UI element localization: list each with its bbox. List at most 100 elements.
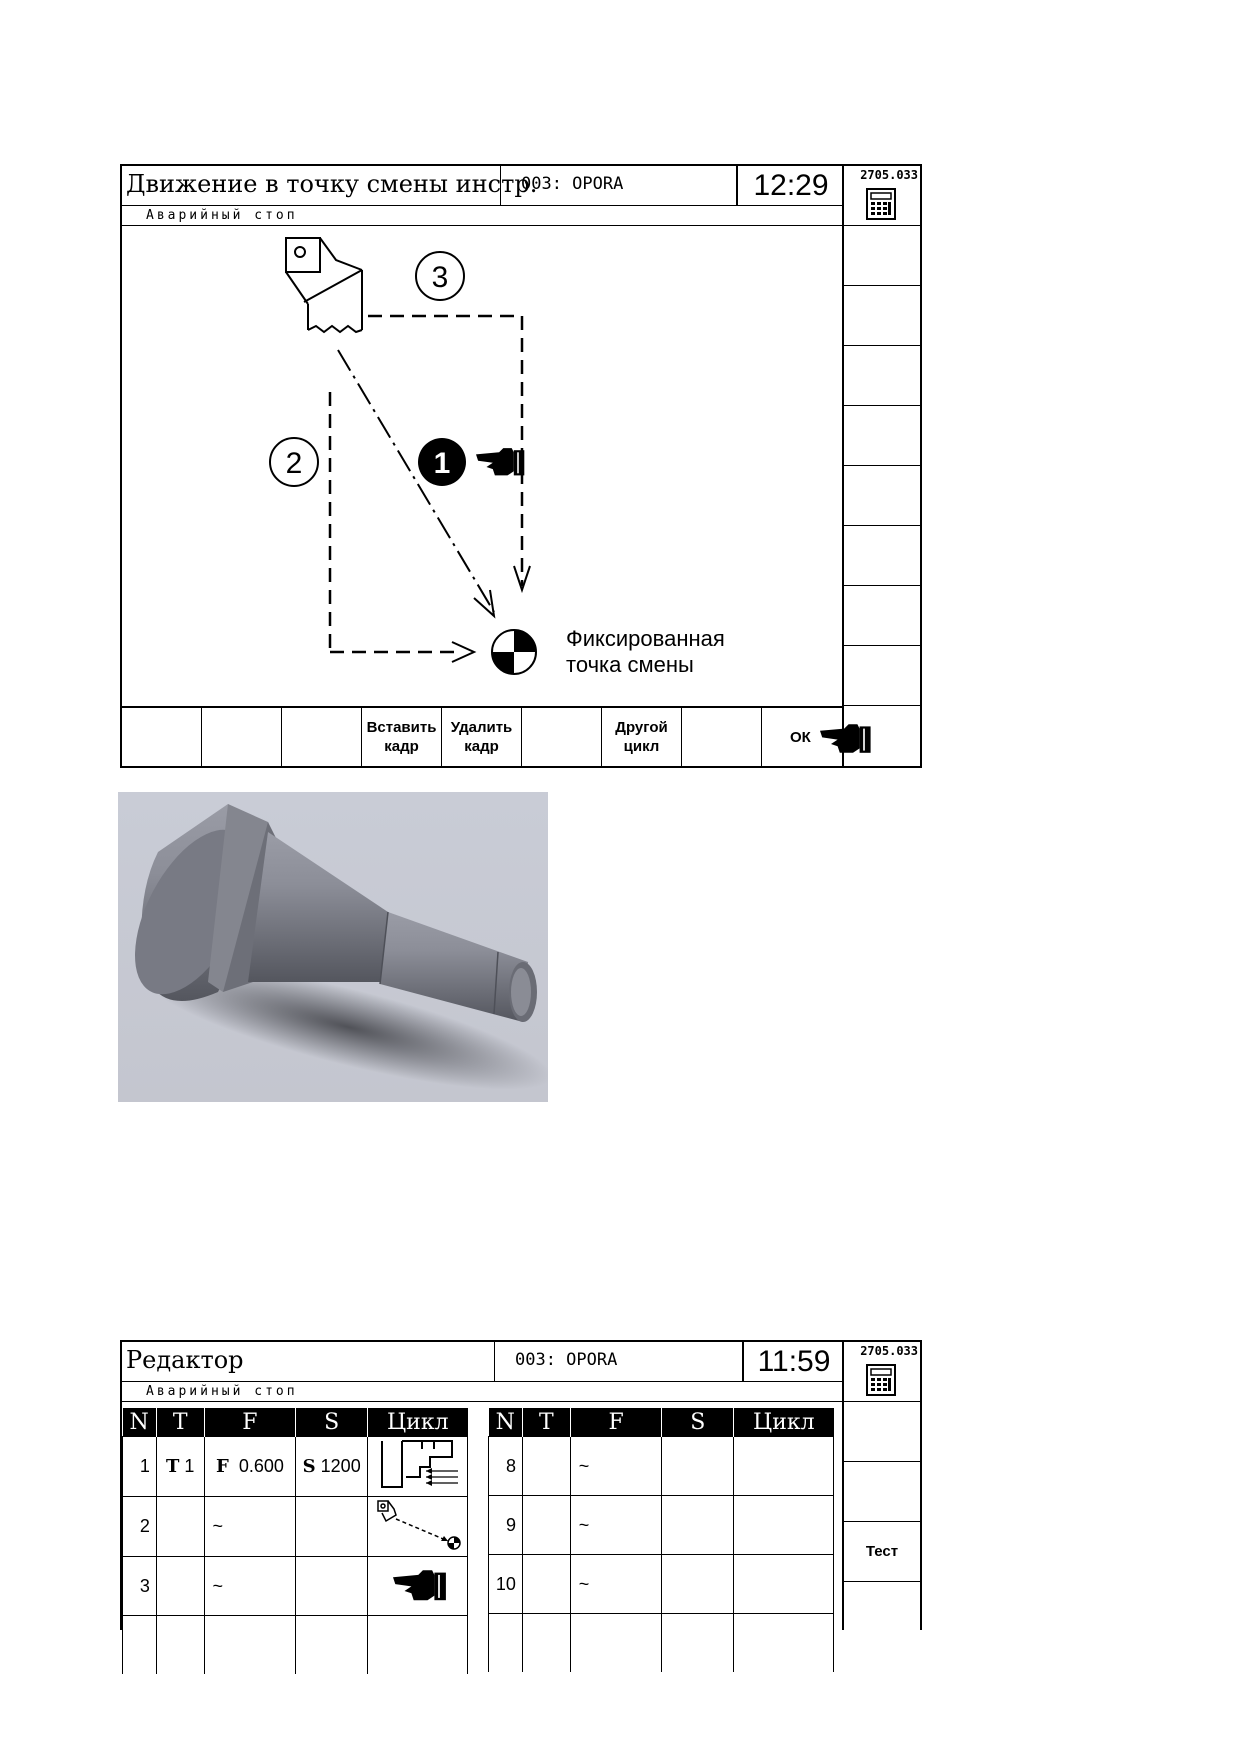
tool-cell[interactable] bbox=[155, 1496, 205, 1557]
row-number: 2 bbox=[122, 1496, 157, 1557]
side-softkey-4[interactable] bbox=[844, 406, 920, 466]
table-row[interactable]: 8 ~ bbox=[488, 1436, 834, 1496]
speed-cell[interactable]: S 1200 bbox=[295, 1436, 369, 1497]
path-1-line bbox=[337, 349, 495, 613]
tool-cell[interactable] bbox=[155, 1556, 205, 1616]
col-t: T bbox=[155, 1408, 205, 1437]
header: Движение в точку смены инстр. 003: OPORA… bbox=[122, 166, 844, 206]
side-softkey-2[interactable] bbox=[844, 286, 920, 346]
tool-change-screen: Движение в точку смены инстр. 003: OPORA… bbox=[120, 164, 922, 768]
side-panel: 2705.033 Тест bbox=[842, 1342, 920, 1630]
cycle-cell[interactable] bbox=[367, 1496, 468, 1557]
step-3-circle bbox=[415, 251, 465, 301]
tool-change-move-icon bbox=[376, 1500, 461, 1550]
tool-cell[interactable] bbox=[521, 1554, 571, 1614]
clock: 11:59 bbox=[742, 1342, 844, 1382]
side-softkey-4[interactable] bbox=[844, 1582, 920, 1632]
side-softkey-2[interactable] bbox=[844, 1462, 920, 1522]
feed-cell[interactable]: ~ bbox=[569, 1554, 663, 1614]
machine-code: 2705.033 bbox=[860, 1344, 918, 1358]
side-softkey-8[interactable] bbox=[844, 646, 920, 706]
side-softkey-3[interactable] bbox=[844, 346, 920, 406]
table-row[interactable]: 9 ~ bbox=[488, 1495, 834, 1555]
calculator-icon[interactable] bbox=[866, 188, 896, 220]
table-row[interactable] bbox=[122, 1615, 468, 1674]
speed-cell[interactable] bbox=[295, 1556, 369, 1616]
row-number: 3 bbox=[122, 1556, 157, 1616]
table-header-row: N T F S Цикл bbox=[122, 1408, 468, 1437]
table-row[interactable]: 1 T 1 F 0.600 S 1200 bbox=[122, 1436, 468, 1497]
row-number: 8 bbox=[488, 1436, 523, 1496]
path-2-arrowhead bbox=[451, 641, 477, 663]
feed-cell[interactable]: F 0.600 bbox=[203, 1436, 297, 1497]
page-title: Редактор bbox=[126, 1346, 244, 1374]
table-row[interactable]: 2 ~ bbox=[122, 1496, 468, 1557]
program-table-right: N T F S Цикл 8 ~ 9 ~ 10 ~ bbox=[488, 1408, 834, 1672]
col-n: N bbox=[488, 1408, 523, 1437]
cycle-cell[interactable] bbox=[367, 1556, 468, 1616]
table-row[interactable] bbox=[488, 1613, 834, 1672]
speed-cell[interactable] bbox=[661, 1554, 735, 1614]
speed-cell[interactable] bbox=[661, 1436, 735, 1496]
header: Редактор 003: OPORA 11:59 bbox=[122, 1342, 844, 1382]
step-1-circle[interactable] bbox=[418, 438, 466, 486]
ok-label: ОК bbox=[790, 728, 811, 746]
row-number: 9 bbox=[488, 1495, 523, 1555]
page-title: Движение в точку смены инстр. bbox=[126, 170, 538, 198]
path-3-arrowhead bbox=[513, 565, 531, 594]
calculator-icon[interactable] bbox=[866, 1364, 896, 1396]
step-2-number: 2 bbox=[286, 447, 303, 480]
fixed-point-label-line1: Фиксированная bbox=[566, 626, 725, 651]
cycle-cell[interactable] bbox=[733, 1554, 834, 1614]
cycle-cell[interactable] bbox=[367, 1436, 468, 1497]
pointing-hand-icon bbox=[475, 447, 526, 477]
row-number: 10 bbox=[488, 1554, 523, 1614]
tool-cell[interactable] bbox=[521, 1495, 571, 1555]
softkey-6[interactable] bbox=[522, 708, 602, 766]
feed-cell[interactable]: ~ bbox=[203, 1496, 297, 1557]
test-button[interactable]: Тест bbox=[844, 1522, 920, 1582]
fixed-point-target-icon bbox=[491, 629, 537, 675]
feed-cell[interactable]: ~ bbox=[569, 1436, 663, 1496]
row-number bbox=[488, 1613, 523, 1672]
softkey-8[interactable] bbox=[682, 708, 762, 766]
side-softkey-6[interactable] bbox=[844, 526, 920, 586]
ok-pointing-hand-icon bbox=[819, 723, 872, 754]
feed-cell[interactable]: ~ bbox=[203, 1556, 297, 1616]
softkey-2[interactable] bbox=[202, 708, 282, 766]
editor-screen: Редактор 003: OPORA 11:59 Аварийный стоп… bbox=[120, 1340, 922, 1674]
cycle-cell[interactable] bbox=[733, 1495, 834, 1555]
speed-cell[interactable] bbox=[295, 1496, 369, 1557]
cycle-cell[interactable] bbox=[733, 1436, 834, 1496]
table-row[interactable]: 10 ~ bbox=[488, 1554, 834, 1614]
side-header-cell: 2705.033 bbox=[844, 1342, 920, 1402]
feed-cell[interactable]: ~ bbox=[569, 1495, 663, 1555]
side-softkey-5[interactable] bbox=[844, 466, 920, 526]
side-softkey-1[interactable] bbox=[844, 226, 920, 286]
ok-button[interactable]: ОК bbox=[762, 708, 844, 766]
pointing-hand-icon bbox=[391, 1568, 447, 1601]
side-softkey-ok-area[interactable] bbox=[819, 706, 920, 766]
softkey-1[interactable] bbox=[122, 708, 202, 766]
fixed-point-label-line2: точка смены bbox=[566, 652, 694, 677]
tool-cell[interactable] bbox=[521, 1436, 571, 1496]
table-row[interactable]: 3 ~ bbox=[122, 1556, 468, 1616]
col-f: F bbox=[203, 1408, 296, 1437]
side-softkey-7[interactable] bbox=[844, 586, 920, 646]
table-header-row: N T F S Цикл bbox=[488, 1408, 834, 1437]
softkey-3[interactable] bbox=[282, 708, 362, 766]
speed-cell[interactable] bbox=[661, 1495, 735, 1555]
col-f: F bbox=[569, 1408, 662, 1437]
tool-change-diagram: 3 2 1 Фиксированная точка смены bbox=[269, 237, 725, 677]
program-table-left: N T F S Цикл 1 T 1 F 0.600 S 1200 bbox=[122, 1408, 468, 1674]
side-panel: 2705.033 bbox=[819, 166, 920, 766]
status-line: Аварийный стоп bbox=[122, 206, 844, 226]
row-number bbox=[122, 1615, 157, 1674]
tool-cell[interactable]: T 1 bbox=[155, 1436, 205, 1497]
side-softkey-1[interactable] bbox=[844, 1402, 920, 1462]
step-3-number: 3 bbox=[432, 261, 449, 294]
col-s: S bbox=[661, 1408, 734, 1437]
